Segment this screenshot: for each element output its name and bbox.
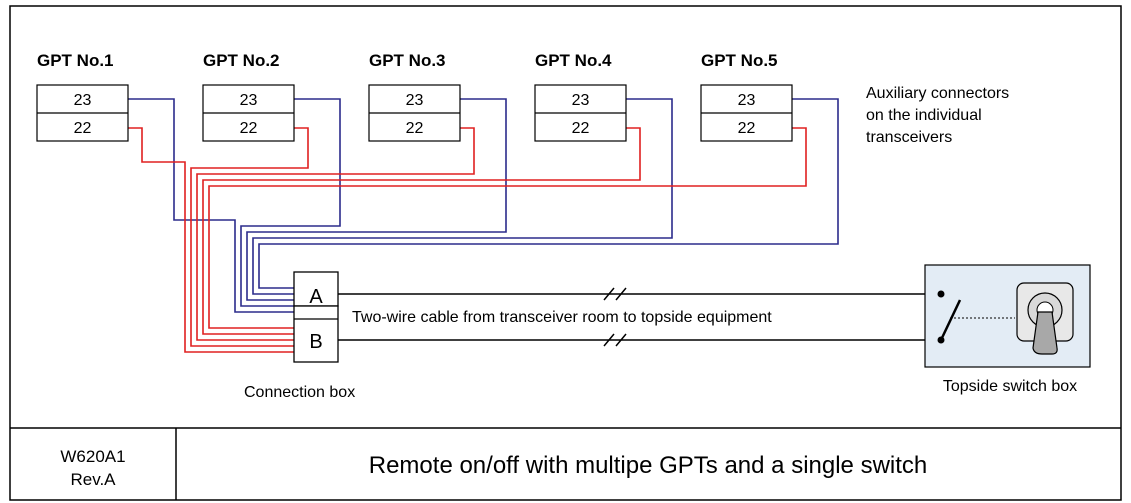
pin-23-label: 23 (240, 92, 258, 109)
pin-22-label: 22 (572, 120, 590, 137)
aux-note-line-1: Auxiliary connectors (866, 85, 1009, 102)
topside-switch-box (924, 264, 1091, 368)
switch-blade (939, 299, 962, 341)
doc-revision: Rev.A (70, 470, 116, 489)
wire-23-gpt-2 (240, 98, 341, 307)
gpt-connector-5: GPT No.5 23 22 (700, 51, 793, 142)
pin-22-label: 22 (240, 120, 258, 137)
cable-break-mark (603, 287, 615, 301)
wire-22-gpt-1 (128, 127, 294, 353)
doc-code: W620A1 (60, 447, 125, 466)
gpt-connector-3: GPT No.3 23 22 (368, 51, 461, 142)
connection-box: A B (293, 271, 339, 363)
switch-contact-top (937, 290, 945, 298)
gpt-title: GPT No.1 (37, 51, 114, 70)
wire-22-gpt-5 (208, 127, 807, 329)
wire-23-gpt-5 (258, 98, 839, 289)
wire-23-gpt-3 (246, 98, 507, 301)
terminal-a-label: A (309, 286, 323, 308)
gpt-title: GPT No.4 (535, 51, 612, 70)
switch-box-label: Topside switch box (943, 378, 1077, 395)
gpt-connector-2: GPT No.2 23 22 (202, 51, 295, 142)
wires (128, 98, 839, 353)
toggle-switch-icon (1016, 282, 1074, 355)
gpt-title: GPT No.3 (369, 51, 446, 70)
pin-23-label: 23 (572, 92, 590, 109)
connection-box-label: Connection box (244, 384, 355, 401)
pin-23-label: 23 (406, 92, 424, 109)
aux-note-line-2: on the individual (866, 107, 982, 124)
drawing-title: Remote on/off with multipe GPTs and a si… (369, 452, 928, 479)
gpt-title: GPT No.2 (203, 51, 280, 70)
wire-23-gpt-1 (128, 98, 294, 313)
gpt-title: GPT No.5 (701, 51, 778, 70)
aux-note-line-3: transceivers (866, 129, 952, 146)
pin-22-label: 22 (406, 120, 424, 137)
wire-23-gpt-4 (252, 98, 673, 295)
wire-22-gpt-3 (196, 127, 475, 341)
gpt-connector-1: GPT No.1 23 22 (36, 51, 129, 142)
cable-label-bg (348, 306, 912, 328)
pin-22-label: 22 (738, 120, 756, 137)
pin-22-label: 22 (74, 120, 92, 137)
drawing-frame (9, 5, 1122, 501)
pin-23-label: 23 (738, 92, 756, 109)
cable-label: Two-wire cable from transceiver room to … (352, 309, 772, 326)
two-wire-cable (338, 287, 941, 347)
pin-23-label: 23 (74, 92, 92, 109)
gpt-connector-4: GPT No.4 23 22 (534, 51, 627, 142)
wire-22-gpt-2 (190, 127, 309, 347)
terminal-lower-box (293, 305, 339, 363)
terminal-b-label: B (309, 331, 322, 353)
terminal-a-box (293, 271, 339, 307)
wire-22-gpt-4 (202, 127, 641, 335)
